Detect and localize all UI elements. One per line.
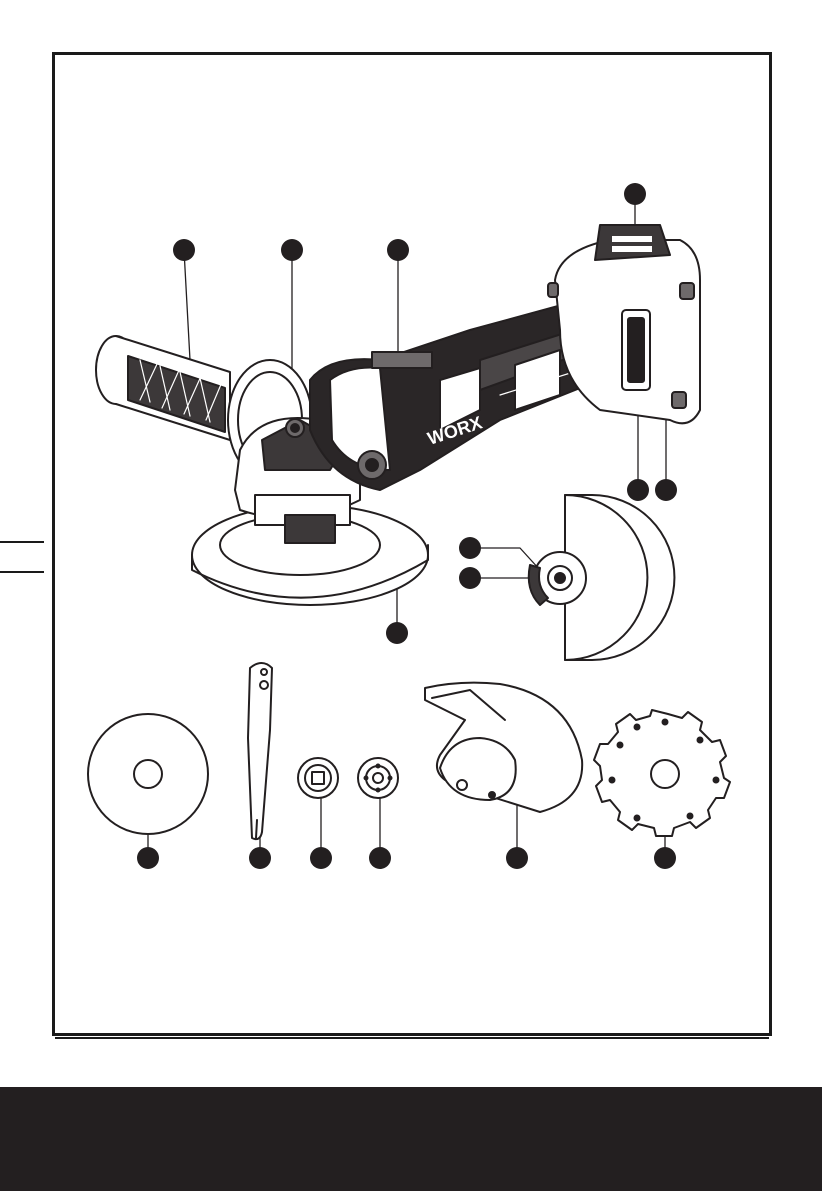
callout-marker-7 xyxy=(459,537,481,559)
callout-marker-12 xyxy=(310,847,332,869)
callout-marker-8 xyxy=(459,567,481,589)
cutting-guard xyxy=(425,683,582,812)
abrasive-disc xyxy=(88,714,208,834)
spanner xyxy=(248,663,272,839)
callout-marker-4 xyxy=(624,183,646,205)
inner-flange xyxy=(298,758,338,798)
diamond-blade xyxy=(594,710,730,836)
guard-detail xyxy=(529,495,675,660)
callout-marker-1 xyxy=(173,239,195,261)
callout-marker-13 xyxy=(369,847,391,869)
callout-marker-15 xyxy=(654,847,676,869)
side-handle xyxy=(96,336,230,440)
callout-marker-2 xyxy=(281,239,303,261)
callout-marker-14 xyxy=(506,847,528,869)
callout-marker-5 xyxy=(627,479,649,501)
callout-marker-10 xyxy=(137,847,159,869)
battery-pack xyxy=(548,225,700,423)
callout-marker-11 xyxy=(249,847,271,869)
callout-marker-6 xyxy=(655,479,677,501)
callout-marker-9 xyxy=(386,622,408,644)
callout-marker-3 xyxy=(387,239,409,261)
outer-flange xyxy=(358,758,398,798)
